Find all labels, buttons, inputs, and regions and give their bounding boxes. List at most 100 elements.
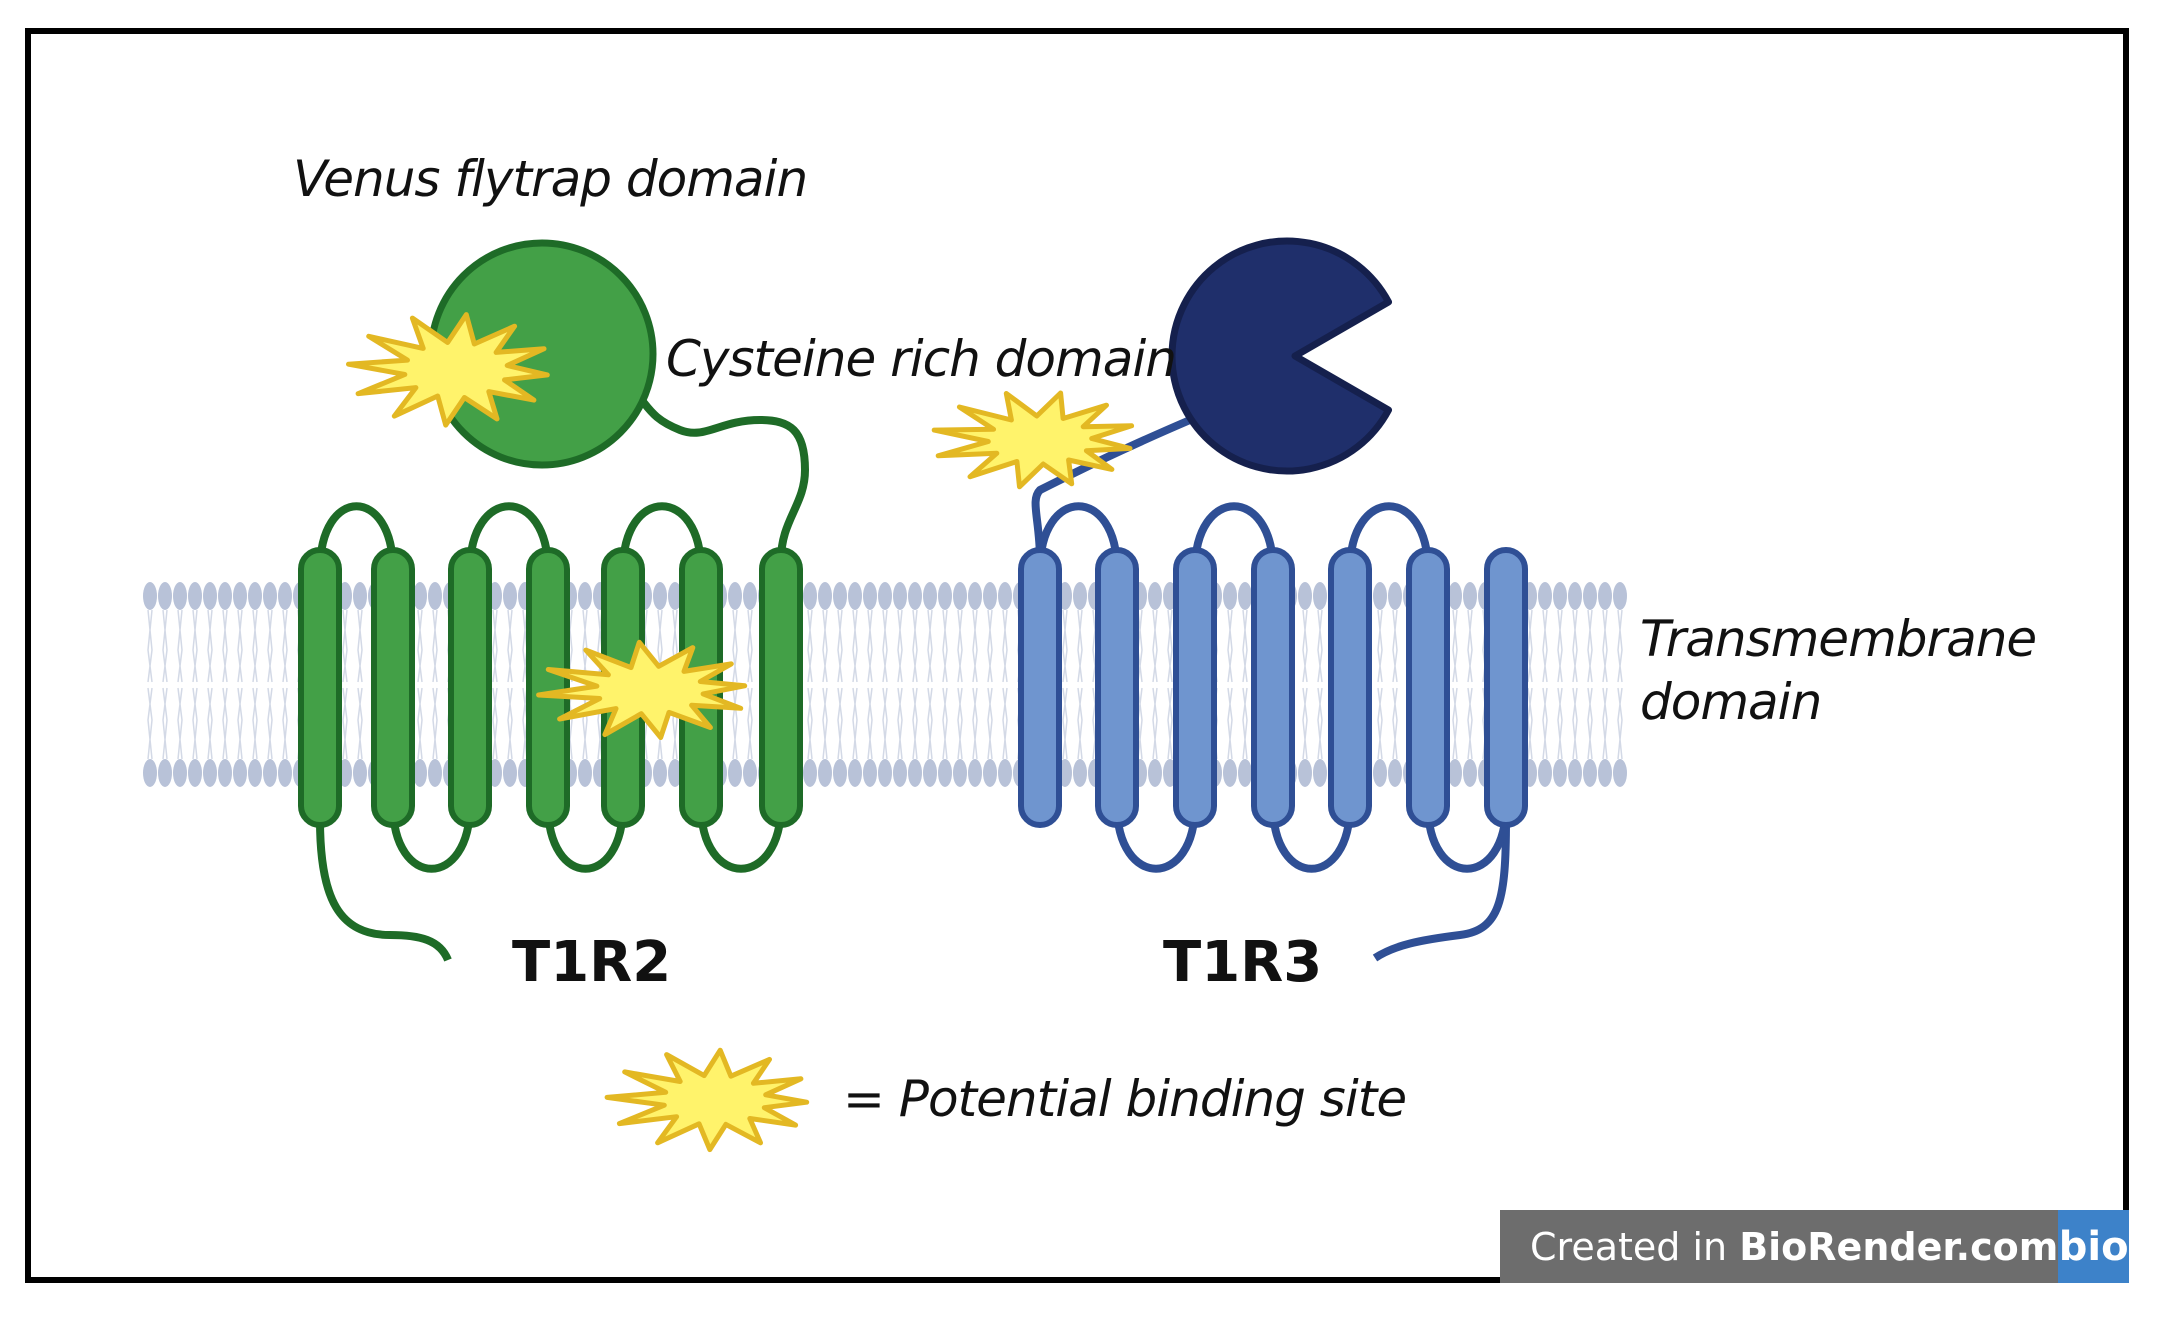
lipid-head (1148, 759, 1162, 787)
cysteine-rich-label: Cysteine rich domain (666, 330, 1177, 388)
lipid-tail (1617, 687, 1623, 760)
t1r2-intracellular-loop (389, 804, 474, 873)
lipid-tail (912, 609, 918, 683)
t1r2-helix (298, 547, 342, 828)
lipid-head (143, 759, 157, 787)
lipid-tail (882, 609, 888, 683)
lipid-tail (252, 609, 258, 683)
lipid-tail (837, 609, 843, 683)
lipid-tail (207, 687, 213, 760)
t1r2-helix (371, 547, 415, 828)
t1r3-venus-flytrap-head (1168, 237, 1393, 475)
lipid-head (1388, 759, 1402, 787)
lipid-head (938, 582, 952, 610)
lipid-head (893, 582, 907, 610)
t1r3-cysteine-linker (1031, 416, 1192, 561)
lipid-tail (1527, 609, 1533, 683)
lipid-tail (192, 609, 198, 683)
t1r2-intracellular-loop (697, 804, 785, 873)
lipid-tail (852, 609, 858, 683)
lipid-head (1373, 759, 1387, 787)
lipid-head (1538, 759, 1552, 787)
badge-text: Created in BioRender.com (1500, 1225, 2058, 1269)
lipid-head (923, 582, 937, 610)
lipid-tail (237, 687, 243, 760)
t1r2-label: T1R2 (512, 930, 672, 995)
lipid-tail (807, 609, 813, 683)
lipid-head (233, 759, 247, 787)
lipid-head (233, 582, 247, 610)
lipid-tail (1077, 687, 1083, 760)
lipid-tail (1317, 609, 1323, 683)
lipid-head (413, 759, 427, 787)
lipid-head (248, 582, 262, 610)
lipid-tail (267, 687, 273, 760)
lipid-head (503, 582, 517, 610)
lipid-tail (852, 687, 858, 760)
lipid-tail (1467, 609, 1473, 683)
lipid-tail (1452, 687, 1458, 760)
lipid-head (188, 759, 202, 787)
lipid-head (998, 759, 1012, 787)
lipid-tail (897, 687, 903, 760)
lipid-tail (867, 609, 873, 683)
badge-prefix: Created in (1530, 1224, 1740, 1269)
lipid-head (938, 759, 952, 787)
lipid-head (923, 759, 937, 787)
lipid-head (1238, 759, 1252, 787)
t1r3-helix (1095, 547, 1139, 828)
lipid-tail (1527, 687, 1533, 760)
lipid-head (188, 582, 202, 610)
lipid-tail (417, 609, 423, 683)
t1r2-helix (759, 547, 803, 828)
lipid-head (863, 759, 877, 787)
lipid-head (968, 759, 982, 787)
t1r3-receptor (1018, 237, 1528, 962)
lipid-head (218, 582, 232, 610)
lipid-tail (882, 687, 888, 760)
lipid-tail (162, 609, 168, 683)
lipid-head (263, 582, 277, 610)
lipid-tail (1557, 609, 1563, 683)
lipid-head (173, 582, 187, 610)
lipid-tail (282, 687, 288, 760)
lipid-tail (252, 687, 258, 760)
lipid-tail (912, 687, 918, 760)
lipid-head (1463, 759, 1477, 787)
lipid-head (503, 759, 517, 787)
lipid-head (203, 582, 217, 610)
lipid-tail (417, 687, 423, 760)
binding-site-star (536, 639, 748, 740)
lipid-tail (732, 609, 738, 683)
lipid-head (878, 759, 892, 787)
lipid-tail (237, 609, 243, 683)
lipid-head (413, 582, 427, 610)
lipid-tail (1152, 687, 1158, 760)
lipid-head (953, 759, 967, 787)
lipid-head (893, 759, 907, 787)
lipid-head (968, 582, 982, 610)
lipid-head (1373, 582, 1387, 610)
lipid-tail (222, 609, 228, 683)
lipid-tail (972, 609, 978, 683)
lipid-head (578, 582, 592, 610)
lipid-head (668, 582, 682, 610)
lipid-head (728, 759, 742, 787)
lipid-tail (507, 687, 513, 760)
lipid-tail (1392, 687, 1398, 760)
t1r2-intracellular-loop (544, 804, 627, 873)
lipid-head (1298, 582, 1312, 610)
lipid-tail (1542, 609, 1548, 683)
lipid-tail (1467, 687, 1473, 760)
legend-label: = Potential binding site (843, 1070, 1407, 1128)
lipid-head (203, 759, 217, 787)
lipid-head (428, 759, 442, 787)
binding-site-star (931, 390, 1135, 490)
lipid-head (1448, 759, 1462, 787)
lipid-tail (897, 609, 903, 683)
lipid-head (908, 582, 922, 610)
lipid-head (1553, 759, 1567, 787)
t1r3-helix (1018, 547, 1062, 828)
lipid-head (1598, 582, 1612, 610)
t1r2-extracellular-loop (466, 502, 552, 571)
